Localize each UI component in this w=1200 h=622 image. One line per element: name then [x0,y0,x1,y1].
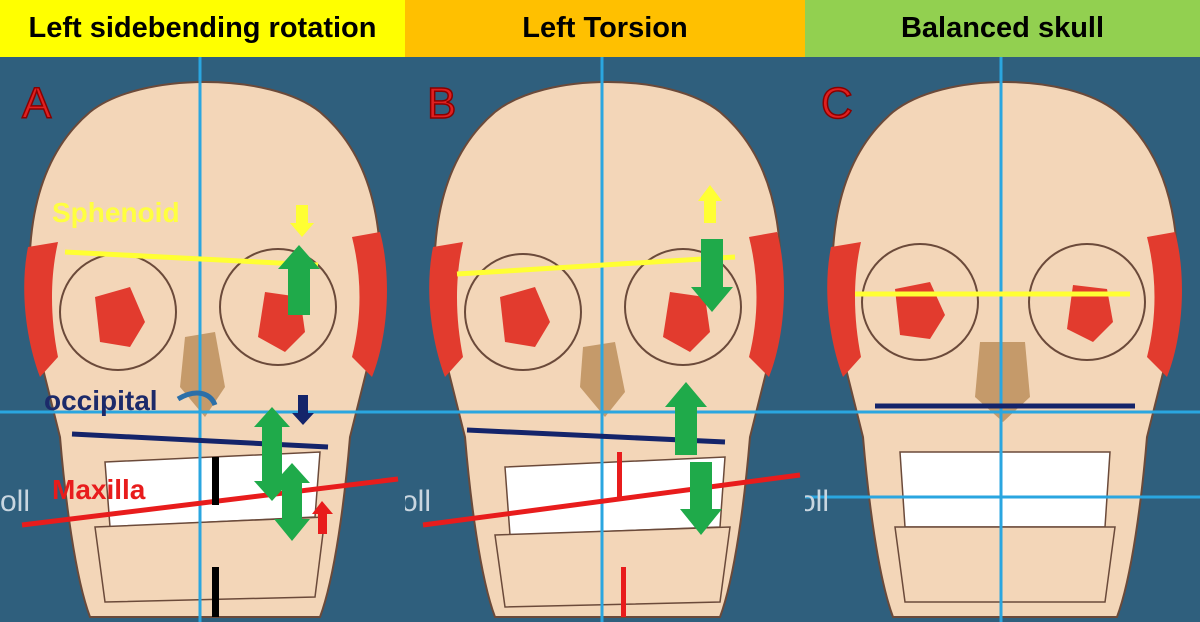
skull-a-drawing [0,57,405,622]
skull-illustration [429,81,784,618]
panel-letter-a: A [21,78,52,129]
header-left-torsion: Left Torsion [405,0,805,57]
panel-letter-b: B [426,78,457,129]
green-double-arrow-lower [274,463,310,541]
panel-b: B oll [405,57,805,622]
panel-letter-c: C [820,78,853,129]
orbit-right [624,248,742,366]
header-left-sidebending-rotation: Left sidebending rotation [0,0,405,57]
panel-c: C oll [805,57,1200,622]
label-sphenoid: Sphenoid [52,197,180,228]
temporal-muscle-right [352,232,387,377]
green-arrow-down [691,239,733,312]
black-marker-lower [212,567,219,617]
green-arrow-down-lower [680,462,722,535]
header-b-text: Left Torsion [522,12,688,44]
mandible [94,516,326,603]
skull-illustration [827,81,1182,618]
temporal-muscle-right [749,232,784,377]
orbit-red-right [1067,285,1113,342]
temporal-muscle-right [1147,232,1182,377]
header-c-text: Balanced skull [900,12,1105,44]
orbit-right [219,248,337,366]
orbit-red-left [500,287,550,347]
yellow-arrow-up [698,185,722,223]
orbit-red-right [663,292,710,352]
green-arrow-up-middle [665,382,707,455]
mandible [494,526,731,608]
orbit-left [464,253,582,371]
maxilla-line [422,472,801,528]
navy-arrow-down [292,395,314,425]
header-a-text: Left sidebending rotation [28,12,377,44]
label-occipital: occipital [44,385,158,416]
temporal-muscle-left [24,242,58,377]
header-balanced-skull: Balanced skull [805,0,1200,57]
temporal-muscle-left [827,242,861,377]
label-maxilla: Maxilla [52,474,146,505]
curved-arrow-icon [176,390,218,407]
yellow-arrow-down [290,205,314,237]
sphenoid-line [64,249,319,268]
teeth-row [899,451,1111,528]
red-marker-upper [617,452,622,500]
skull-b-drawing [405,57,805,622]
side-text-c: oll [805,485,830,518]
orbit-right [1028,243,1146,361]
skull-c-drawing [805,57,1200,622]
side-text-a: oll [0,485,31,518]
temporal-muscle-left [429,242,463,377]
green-double-arrow-upper [254,407,290,501]
black-marker-upper [212,457,219,505]
panel-a: A oll Sphenoid occipital Maxilla [0,57,405,622]
occipital-line [71,431,329,450]
sphenoid-line [456,254,736,277]
skull-illustration [24,81,387,618]
orbit-left [861,243,979,361]
red-arrow-up [312,501,333,534]
green-arrow-up [278,245,320,315]
mandible [894,526,1116,603]
maxilla-line [21,476,399,528]
orbit-red-left [95,287,145,347]
red-marker-lower [621,567,626,617]
side-text-b: oll [405,485,432,518]
